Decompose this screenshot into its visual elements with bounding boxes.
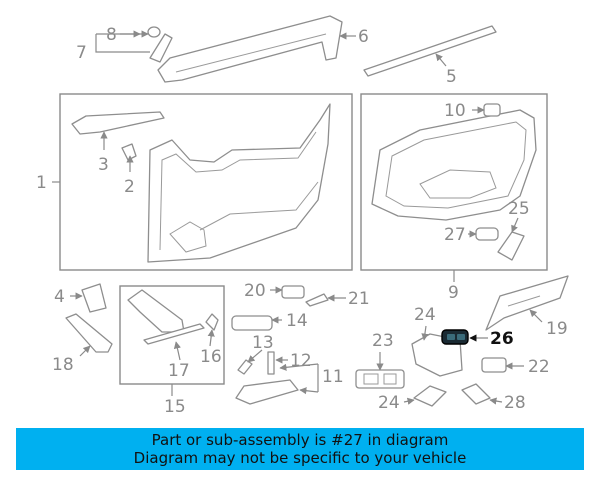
part-10-cover xyxy=(483,103,501,117)
callout-21: 21 xyxy=(348,289,370,309)
part-19-armrest xyxy=(485,275,569,331)
callout-24-right: 28 xyxy=(504,393,526,413)
part-11-handle xyxy=(235,379,299,405)
callout-20: 20 xyxy=(244,281,266,301)
banner-line-1: Part or sub-assembly is #27 in diagram xyxy=(151,431,449,449)
part-4-bracket xyxy=(81,283,107,313)
part-8-grommet xyxy=(147,26,161,38)
part-7-clip xyxy=(149,33,173,63)
part-24-bezel-left xyxy=(413,385,447,407)
part-26-handle xyxy=(497,231,525,261)
callout-13: 13 xyxy=(252,333,274,353)
part-18-pad xyxy=(65,313,113,353)
part-22-switch xyxy=(481,357,507,373)
callout-7: 7 xyxy=(76,43,87,63)
banner-line-2: Diagram may not be specific to your vehi… xyxy=(133,449,467,467)
part-5-moulding xyxy=(363,25,497,77)
part-15-bracket xyxy=(127,289,185,333)
callout-1: 1 xyxy=(36,173,47,193)
part-9-door-trim xyxy=(371,109,537,221)
callout-2: 2 xyxy=(124,177,135,197)
callout-28: 27 xyxy=(444,225,466,245)
callout-10: 10 xyxy=(444,101,466,121)
callout-15: 15 xyxy=(164,397,186,417)
part-28-cover xyxy=(475,227,499,241)
callout-11: 11 xyxy=(322,367,344,387)
callout-25: 24 xyxy=(414,305,436,325)
part-14-pad xyxy=(231,315,273,331)
parts-diagram: 8 7 6 5 1 3 2 10 27 25 9 4 18 17 16 15 2… xyxy=(36,15,569,417)
part-23-switch xyxy=(355,369,405,389)
callout-19: 19 xyxy=(546,319,568,339)
callout-27[interactable]: 26 xyxy=(490,329,514,349)
callout-18: 18 xyxy=(52,355,74,375)
callout-16: 16 xyxy=(200,347,222,367)
callout-6: 6 xyxy=(358,27,369,47)
part-12-screw xyxy=(267,351,275,375)
part-3-bracket xyxy=(71,111,165,135)
part-17-bar xyxy=(143,323,205,345)
callout-8: 8 xyxy=(106,25,117,45)
part-16-clip xyxy=(205,313,219,331)
callout-5: 5 xyxy=(446,67,457,87)
part-2-clip xyxy=(121,143,137,161)
info-banner: Part or sub-assembly is #27 in diagram D… xyxy=(16,428,584,470)
callout-9: 9 xyxy=(448,283,459,303)
callout-12: 12 xyxy=(290,351,312,371)
part-6-garnish xyxy=(157,15,343,83)
callout-4: 4 xyxy=(54,287,65,307)
callout-17: 17 xyxy=(168,361,190,381)
part-20-switch xyxy=(281,285,305,299)
callout-23: 23 xyxy=(372,331,394,351)
callout-22: 22 xyxy=(528,357,550,377)
part-24-bezel-right xyxy=(461,383,491,405)
part-1-door-trim xyxy=(147,103,331,263)
callout-24-left: 24 xyxy=(378,393,400,413)
callout-26: 25 xyxy=(508,199,530,219)
callout-14: 14 xyxy=(286,311,308,331)
callout-3: 3 xyxy=(98,155,109,175)
part-13-fastener xyxy=(237,359,253,375)
part-21-clip xyxy=(305,293,329,307)
